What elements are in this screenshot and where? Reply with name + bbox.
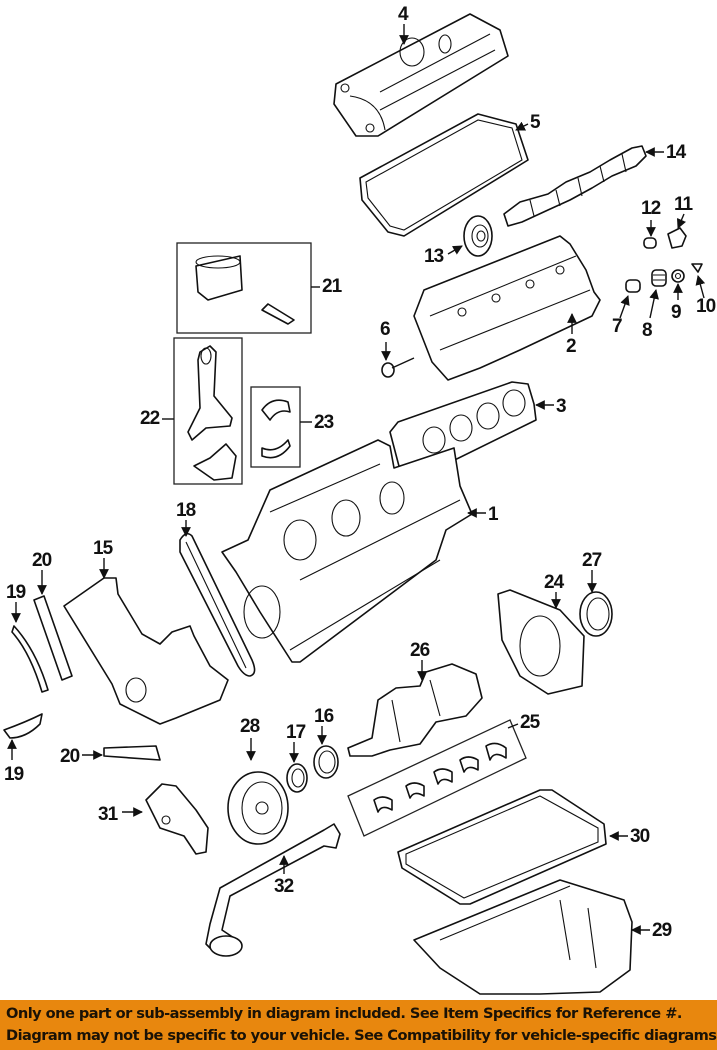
tappet-part[interactable] (643, 237, 657, 249)
callout-9: 9 (671, 302, 681, 323)
callout-28: 28 (240, 716, 260, 737)
rear-main-seal-part[interactable] (579, 591, 613, 637)
callout-18: 18 (176, 500, 196, 521)
callout-29: 29 (652, 920, 672, 941)
disclaimer-line-1: Only one part or sub-assembly in diagram… (6, 1005, 682, 1022)
timing-cover-part[interactable] (63, 577, 229, 725)
callout-5: 5 (530, 112, 541, 133)
oil-pump-part[interactable] (145, 783, 209, 855)
callout-8: 8 (642, 320, 652, 341)
callout-20-upper: 20 (32, 550, 52, 571)
callout-10: 10 (696, 296, 716, 317)
main-bearings-box (347, 719, 527, 837)
callout-19-lower: 19 (4, 764, 24, 785)
callout-24: 24 (544, 572, 565, 593)
callout-12: 12 (641, 198, 661, 219)
piston-kit-box (176, 242, 312, 334)
valve-cover-part[interactable] (333, 13, 509, 137)
callout-6: 6 (380, 319, 390, 340)
callout-30: 30 (630, 826, 650, 847)
piston-pin-part[interactable] (261, 303, 295, 325)
callout-22: 22 (140, 408, 160, 429)
callout-4: 4 (398, 4, 409, 25)
oil-pan-gasket-part[interactable] (397, 789, 607, 905)
callout-13: 13 (424, 246, 444, 267)
valve-keeper-part[interactable] (691, 263, 703, 273)
connecting-rod-part[interactable] (187, 345, 237, 481)
callout-25: 25 (520, 712, 541, 733)
rod-bearing-part[interactable] (261, 399, 291, 459)
callout-31: 31 (98, 804, 119, 825)
chain-guide-part-upper[interactable] (11, 625, 49, 693)
lash-adjuster-part[interactable] (625, 279, 641, 293)
engine-exploded-diagram: 4 5 14 13 12 11 7 8 9 10 (3, 4, 717, 995)
callout-32: 32 (274, 876, 294, 897)
valve-cover-gasket-part[interactable] (359, 113, 529, 237)
connecting-rod-box (173, 337, 243, 485)
chain-tensioner-part-lower[interactable] (103, 745, 161, 761)
callout-23: 23 (314, 412, 334, 433)
callout-1: 1 (488, 504, 499, 525)
rod-bearing-box (250, 386, 301, 468)
disclaimer-line-2: Diagram may not be specific to your vehi… (6, 1027, 717, 1044)
cam-sprocket-part[interactable] (463, 215, 493, 257)
rear-seal-retainer-part[interactable] (497, 589, 585, 695)
valve-spring-part[interactable] (651, 269, 667, 287)
callout-27: 27 (582, 550, 602, 571)
callout-15: 15 (93, 538, 114, 559)
crankshaft-part[interactable] (347, 663, 483, 757)
callout-17: 17 (286, 722, 306, 743)
callout-26: 26 (410, 640, 430, 661)
chain-tensioner-part-upper[interactable] (33, 595, 73, 681)
callout-14: 14 (666, 142, 687, 163)
callout-21: 21 (322, 276, 343, 297)
callout-16: 16 (314, 706, 334, 727)
chain-guide-part-lower[interactable] (3, 713, 43, 739)
callout-11: 11 (674, 194, 694, 215)
disclaimer-banner: Only one part or sub-assembly in diagram… (0, 1000, 717, 1050)
oil-pickup-tube-part[interactable] (205, 823, 341, 957)
seal-17-part[interactable] (286, 763, 308, 793)
cylinder-head-part[interactable] (413, 235, 601, 381)
callout-7: 7 (612, 316, 622, 337)
callout-20-lower: 20 (60, 746, 80, 767)
callout-19-upper: 19 (6, 582, 26, 603)
harmonic-balancer-part[interactable] (227, 771, 289, 845)
main-bearings-part[interactable] (373, 742, 507, 813)
valve-part[interactable] (381, 357, 415, 378)
oil-pan-part[interactable] (413, 879, 633, 995)
callout-3: 3 (556, 396, 566, 417)
callout-2: 2 (566, 336, 576, 357)
engine-block-part[interactable] (221, 439, 473, 663)
valve-seal-part[interactable] (671, 269, 685, 283)
rocker-arm-part[interactable] (667, 227, 687, 249)
seal-16-part[interactable] (313, 745, 339, 779)
piston-part[interactable] (195, 255, 243, 301)
